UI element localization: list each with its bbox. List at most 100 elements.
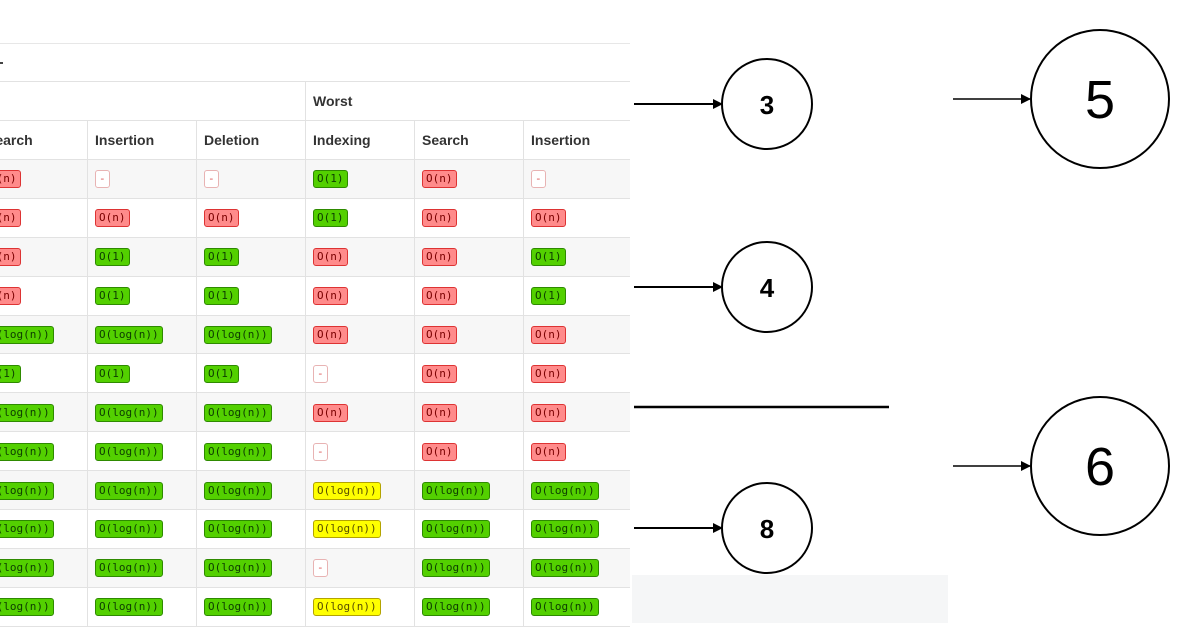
- table-column-header-row: Search Insertion Deletion Indexing Searc…: [0, 120, 630, 160]
- node-3-label: 3: [760, 90, 774, 120]
- node-5: 5: [1030, 29, 1170, 169]
- table-cell: O(1): [195, 353, 307, 394]
- complexity-badge: O(log(n)): [0, 326, 54, 344]
- complexity-badge: O(n): [0, 170, 21, 189]
- node-8-label: 8: [760, 514, 774, 544]
- complexity-badge: O(log(n)): [95, 520, 163, 539]
- table-cell: O(log(n)): [87, 470, 197, 511]
- table-cell: O(n): [414, 197, 525, 238]
- table-row: O(log(n))O(log(n))O(log(n))O(n)O(n)O(n): [0, 392, 630, 433]
- complexity-badge: O(log(n)): [422, 598, 490, 617]
- complexity-badge: O(log(n)): [422, 520, 490, 539]
- complexity-badge: O(n): [531, 364, 566, 383]
- complexity-badge: O(1): [204, 364, 239, 383]
- table-cell: O(n): [414, 392, 525, 433]
- complexity-badge: O(log(n)): [313, 520, 381, 539]
- table-group-header-row: Worst: [0, 81, 630, 121]
- complexity-badge: O(log(n)): [0, 559, 54, 578]
- table-row: O(n)--O(1)O(n)-: [0, 159, 630, 199]
- table-cell: O(log(n)): [0, 314, 88, 355]
- table-cell: O(n): [0, 197, 88, 238]
- table-row: O(log(n))O(log(n))O(log(n))O(log(n))O(lo…: [0, 586, 630, 627]
- table-row: O(log(n))O(log(n))O(log(n))-O(log(n))O(l…: [0, 547, 630, 588]
- table-cell: O(n): [414, 353, 525, 394]
- complexity-badge: O(n): [422, 326, 457, 344]
- table-cell: O(1): [87, 353, 197, 394]
- table-cell: O(n): [0, 236, 88, 277]
- complexity-table: Worst Search Insertion Deletion Indexing…: [0, 81, 630, 627]
- complexity-badge: O(1): [95, 287, 130, 306]
- complexity-badge: O(log(n)): [0, 403, 54, 422]
- group-header-average: [0, 81, 307, 121]
- node-4: 4: [721, 241, 813, 333]
- complexity-badge: O(n): [0, 287, 21, 306]
- table-cell: O(log(n)): [523, 470, 630, 511]
- complexity-badge: O(log(n)): [95, 403, 163, 422]
- table-cell: O(log(n)): [195, 314, 307, 355]
- complexity-badge: O(log(n)): [204, 481, 272, 500]
- table-body: O(n)--O(1)O(n)-O(n)O(n)O(n)O(1)O(n)O(n)O…: [0, 159, 630, 627]
- table-cell: O(log(n)): [0, 392, 88, 433]
- table-row: O(log(n)) O(log(n)) O(log(n)) O(n) O(n) O(n): [0, 314, 630, 355]
- table-cell: O(log(n)): [305, 470, 416, 511]
- complexity-badge: O(log(n)): [531, 481, 599, 500]
- table-cell: O(n): [0, 159, 88, 199]
- grey-footer-panel: [632, 575, 948, 623]
- table-row: O(log(n))O(log(n))O(log(n))O(log(n))O(lo…: [0, 470, 630, 511]
- complexity-badge: O(n): [531, 209, 566, 228]
- complexity-badge: O(log(n)): [95, 598, 163, 617]
- table-cell: O(log(n)): [195, 392, 307, 433]
- table-cell: O(n): [523, 314, 630, 355]
- complexity-badge: O(1): [95, 364, 130, 383]
- complexity-badge: O(n): [422, 170, 457, 189]
- table-cell: O(n): [523, 353, 630, 394]
- complexity-badge: O(log(n)): [95, 326, 163, 344]
- complexity-badge: O(n): [313, 326, 348, 344]
- complexity-badge: -: [313, 364, 328, 383]
- node-5-label: 5: [1085, 70, 1115, 130]
- node-6: 6: [1030, 396, 1170, 536]
- complexity-badge: O(log(n)): [313, 481, 381, 500]
- complexity-badge: O(1): [0, 364, 21, 383]
- table-cell: O(n): [414, 431, 525, 472]
- table-cell: O(n): [414, 236, 525, 277]
- complexity-badge: O(log(n)): [531, 559, 599, 578]
- table-cell: O(1): [305, 159, 416, 199]
- table-cell: O(n): [305, 236, 416, 277]
- complexity-badge: O(n): [313, 248, 348, 267]
- complexity-badge: O(n): [313, 403, 348, 422]
- complexity-badge: O(n): [313, 287, 348, 306]
- table-cell: -: [523, 159, 630, 199]
- column-header: Deletion: [195, 120, 307, 160]
- complexity-badge: O(1): [531, 287, 566, 306]
- table-cell: O(1): [523, 275, 630, 316]
- complexity-badge: O(log(n)): [0, 442, 54, 461]
- complexity-badge: O(n): [0, 209, 21, 228]
- table-cell: O(n): [195, 197, 307, 238]
- table-cell: O(log(n)): [195, 586, 307, 627]
- table-cell: O(1): [305, 197, 416, 238]
- complexity-badge: O(log(n)): [204, 403, 272, 422]
- table-cell: O(log(n)): [87, 314, 197, 355]
- table-cell: O(log(n)): [414, 547, 525, 588]
- complexity-badge: O(1): [531, 248, 566, 267]
- table-cell: O(log(n)): [0, 431, 88, 472]
- table-cell: O(log(n)): [414, 470, 525, 511]
- table-cell: O(log(n)): [305, 509, 416, 549]
- table-cell: -: [305, 353, 416, 394]
- complexity-badge: -: [313, 559, 328, 578]
- table-cell: O(log(n)): [0, 470, 88, 511]
- node-8: 8: [721, 482, 813, 574]
- table-row: O(log(n))O(log(n))O(log(n))O(log(n))O(lo…: [0, 509, 630, 549]
- table-row: O(log(n))O(log(n))O(log(n))-O(n)O(n): [0, 431, 630, 472]
- table-cell: O(log(n)): [87, 431, 197, 472]
- complexity-badge: O(n): [204, 209, 239, 228]
- table-cell: O(log(n)): [414, 586, 525, 627]
- table-cell: O(log(n)): [195, 470, 307, 511]
- table-cell: -: [305, 431, 416, 472]
- complexity-badge: O(n): [422, 364, 457, 383]
- complexity-badge: O(log(n)): [422, 481, 490, 500]
- complexity-badge: O(n): [422, 287, 457, 306]
- table-cell: O(log(n)): [305, 586, 416, 627]
- complexity-badge: O(n): [531, 326, 566, 344]
